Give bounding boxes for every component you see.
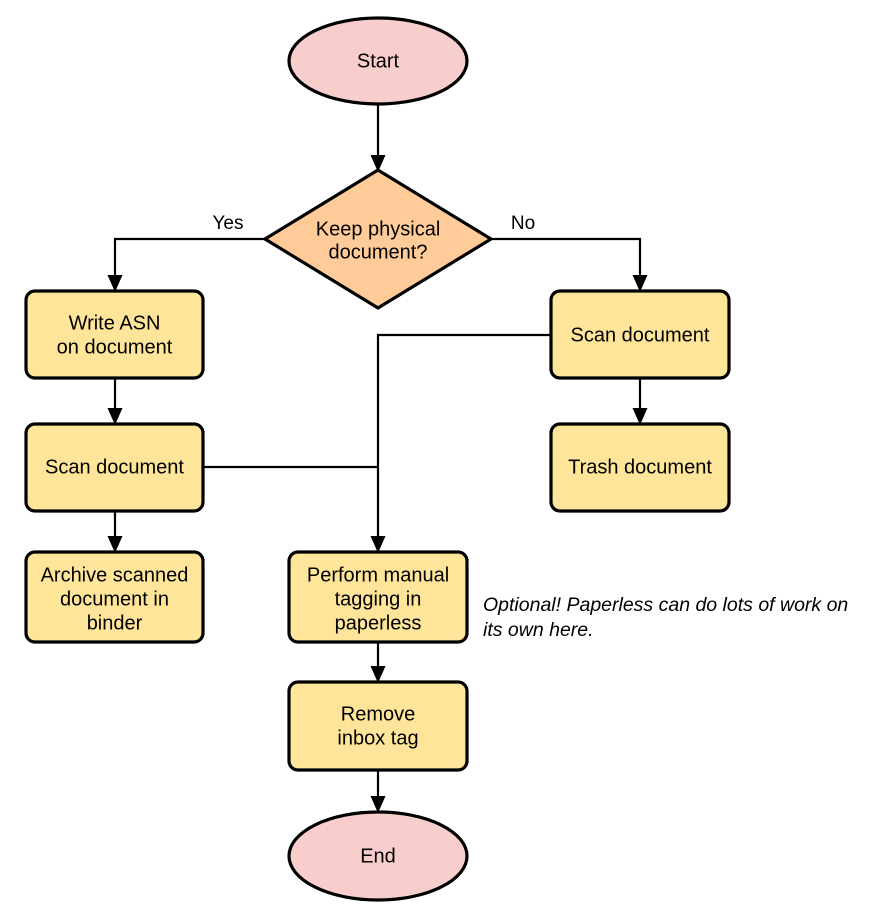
start-terminator-shape (287, 16, 469, 106)
arrowhead-icon (370, 666, 386, 683)
arrowhead-icon (370, 536, 386, 553)
remove-inbox-box-shape (287, 680, 469, 772)
scan-document-left-label: Scan document (45, 456, 184, 478)
annotation-optional-note: Optional! Paperless can do lots of work … (483, 594, 848, 641)
node-archive-scanned-document[interactable]: Archive scanned document in binder (24, 550, 205, 644)
remove-inbox-label-line2: inbox tag (337, 727, 418, 749)
manual-tagging-box-shape (287, 550, 469, 644)
node-remove-inbox-tag[interactable]: Remove inbox tag (287, 680, 469, 772)
optional-note-line2: its own here. (483, 619, 594, 641)
scan-document-right-box-shape (549, 289, 731, 380)
scan-document-right-label: Scan document (571, 324, 710, 346)
edge-start-to-decision (370, 104, 386, 172)
node-end[interactable]: End (287, 810, 469, 902)
archive-label-line1: Archive scanned (41, 564, 189, 586)
scan-document-left-box-shape (24, 422, 205, 513)
write-asn-box-shape (24, 289, 205, 380)
node-write-asn-on-document[interactable]: Write ASN on document (24, 289, 205, 380)
optional-note-line1: Optional! Paperless can do lots of work … (483, 594, 848, 616)
edge-decision-no-to-scan-right (491, 237, 648, 292)
node-trash-document[interactable]: Trash document (549, 422, 731, 513)
edge-label-yes: Yes (213, 213, 244, 234)
arrowhead-icon (107, 536, 123, 553)
trash-document-box-shape (549, 422, 731, 513)
edge-manual-tagging-to-remove-inbox (370, 642, 386, 683)
edge-scan-right-to-manual-tagging (370, 333, 551, 553)
write-asn-label-line1: Write ASN (69, 312, 161, 334)
end-label: End (360, 845, 396, 867)
arrowhead-icon (370, 796, 386, 813)
edge-label-no: No (511, 213, 535, 234)
manual-tagging-label-line2: tagging in (335, 588, 422, 610)
edge-scan-right-to-trash (632, 378, 648, 425)
remove-inbox-label-line1: Remove (341, 703, 415, 725)
node-decision-keep-physical-document[interactable]: Keep physical document? (263, 168, 493, 310)
archive-label-line3: binder (87, 612, 143, 634)
node-scan-document-left[interactable]: Scan document (24, 422, 205, 513)
manual-tagging-label-line1: Perform manual (307, 564, 449, 586)
trash-document-label: Trash document (568, 456, 712, 478)
edge-write-asn-to-scan-left (107, 378, 123, 425)
write-asn-label-line2: on document (57, 336, 173, 358)
end-terminator-shape (287, 810, 469, 902)
arrowhead-icon (107, 275, 123, 292)
archive-label-line2: document in (60, 588, 169, 610)
decision-label-line1: Keep physical (316, 218, 441, 240)
arrowhead-icon (370, 155, 386, 172)
node-scan-document-right[interactable]: Scan document (549, 289, 731, 380)
arrowhead-icon (632, 408, 648, 425)
node-start[interactable]: Start (287, 16, 469, 106)
arrowhead-icon (107, 408, 123, 425)
node-perform-manual-tagging[interactable]: Perform manual tagging in paperless (287, 550, 469, 644)
start-label: Start (357, 50, 400, 72)
edge-remove-inbox-to-end (370, 770, 386, 813)
archive-box-shape (24, 550, 205, 644)
decision-diamond-shape (263, 168, 493, 310)
edge-scan-left-to-archive (107, 511, 123, 553)
edge-decision-yes-to-write-asn (107, 237, 265, 292)
decision-label-line2: document? (329, 241, 428, 263)
manual-tagging-label-line3: paperless (335, 612, 422, 634)
arrowhead-icon (632, 275, 648, 292)
